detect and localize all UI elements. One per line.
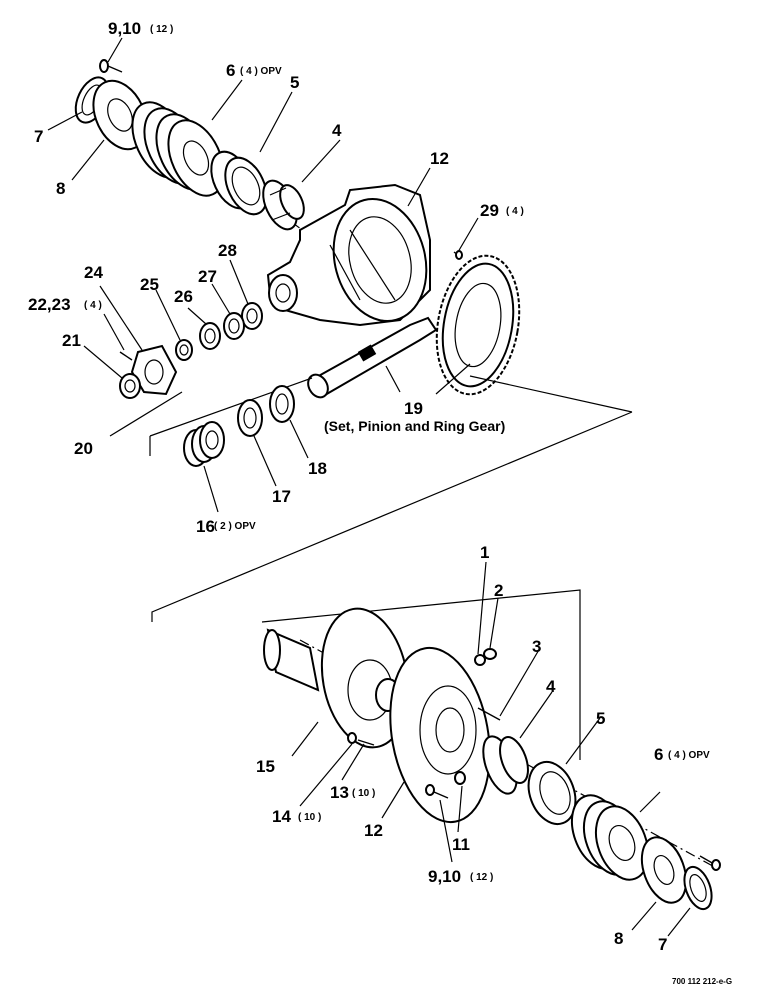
label-9-10-bottom-qty: ( 12 ) [470, 872, 493, 883]
label-24: 24 [84, 263, 103, 282]
label-22-23: 22,23 [28, 295, 71, 314]
part-6-shims-top [131, 101, 225, 197]
label-26: 26 [174, 287, 193, 306]
part-11-plug [454, 771, 466, 785]
label-19-note: (Set, Pinion and Ring Gear) [324, 418, 505, 434]
part-19-ring-gear [435, 254, 521, 396]
part-27-bearing [223, 312, 245, 340]
label-28: 28 [218, 241, 237, 260]
label-17: 17 [272, 487, 291, 506]
label-9-10-top-qty: ( 12 ) [150, 24, 173, 35]
part-4-bearing-cone-bottom [482, 735, 529, 795]
part-24-flange [130, 344, 178, 396]
part-9-10-bolt-right [699, 855, 721, 871]
part-29-bolt [453, 250, 463, 260]
part-1-plug [474, 654, 486, 666]
label-15: 15 [256, 757, 275, 776]
part-26-washer [199, 322, 221, 350]
label-2: 2 [494, 581, 503, 600]
part-9-10-bolt-bottom [425, 784, 449, 799]
part-4-bearing-cone-top [262, 179, 305, 231]
label-14: 14 [272, 807, 291, 826]
label-6-bottom-qty: ( 4 ) OPV [668, 750, 710, 761]
label-22-23-qty: ( 4 ) [84, 300, 102, 311]
part-16-shims [183, 421, 225, 467]
label-8-bottom: 8 [614, 929, 623, 948]
label-21: 21 [62, 331, 81, 350]
part-28-seal [241, 302, 263, 330]
leader-lines [47, 37, 691, 937]
part-2-fitting [483, 648, 497, 660]
label-5-bottom: 5 [596, 709, 605, 728]
part-9-10-bolt-top [99, 59, 123, 73]
label-16-qty: ( 2 ) OPV [214, 521, 256, 532]
label-1: 1 [480, 543, 489, 562]
callout-labels: 9,10 ( 12 ) 6 ( 4 ) OPV 5 4 12 7 8 29 ( … [28, 19, 732, 986]
part-6-shims-bottom [570, 794, 650, 881]
label-12-bottom: 12 [364, 821, 383, 840]
label-18: 18 [308, 459, 327, 478]
part-7-seal-bottom [683, 865, 713, 911]
label-20: 20 [74, 439, 93, 458]
label-13: 13 [330, 783, 349, 802]
label-12-top: 12 [430, 149, 449, 168]
label-14-qty: ( 10 ) [298, 812, 321, 823]
part-5-bearing-cup-bottom [527, 761, 577, 825]
label-5-top: 5 [290, 73, 299, 92]
label-13-qty: ( 10 ) [352, 788, 375, 799]
drawing-code: 700 112 212-e-G [672, 977, 732, 986]
label-27: 27 [198, 267, 217, 286]
part-3-breather [477, 707, 501, 721]
bracket-line-c [469, 375, 633, 413]
label-11: 11 [452, 835, 470, 854]
label-9-10-bottom: 9,10 [428, 867, 461, 886]
part-17-bearing-cup [237, 399, 263, 437]
label-19: 19 [404, 399, 423, 418]
part-15-axle-shaft [263, 607, 410, 749]
part-18-bearing-cone [269, 385, 295, 423]
label-3: 3 [532, 637, 541, 656]
connector-line-left [151, 411, 633, 622]
label-4-top: 4 [332, 121, 342, 140]
label-9-10-top: 9,10 [108, 19, 141, 38]
label-8-top: 8 [56, 179, 65, 198]
label-7-top: 7 [34, 127, 43, 146]
label-6-top-qty: ( 4 ) OPV [240, 66, 282, 77]
part-19-pinion-shaft [307, 316, 438, 399]
part-13-14-bolt-washer [347, 732, 375, 746]
label-16: 16 [196, 517, 215, 536]
part-5-bearing-cup-top [210, 150, 268, 216]
part-12-differential-housing [266, 183, 431, 327]
label-29: 29 [480, 201, 499, 220]
part-22-23-bolt [119, 351, 133, 361]
label-7-bottom: 7 [658, 935, 667, 954]
part-25-nut [175, 339, 193, 361]
label-6-top: 6 [226, 61, 235, 80]
part-21-seal [119, 373, 141, 399]
part-8-retainer-bottom [640, 836, 688, 904]
label-4-bottom: 4 [546, 677, 556, 696]
label-25: 25 [140, 275, 159, 294]
label-6-bottom: 6 [654, 745, 663, 764]
label-29-qty: ( 4 ) [506, 206, 524, 217]
